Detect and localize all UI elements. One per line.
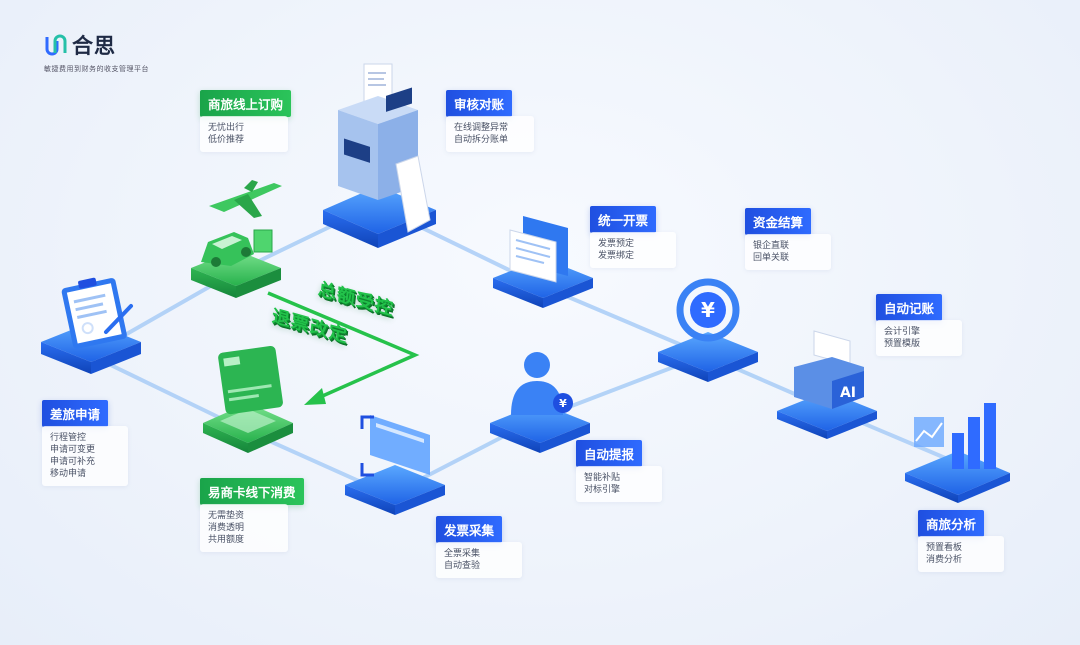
tag-travel-analysis: 商旅分析 [918,510,985,537]
desc-line: 预置模版 [884,339,921,349]
desc-line: 无忧出行 [208,123,245,133]
desc-line: 在线调整异常 [454,123,509,133]
plane-car-icon [191,180,282,298]
desc-line: 消费透明 [208,523,245,533]
desc-card-offline: 无需垫资 消费透明 共用额度 [200,504,288,552]
desc-line: 发票绑定 [598,251,635,261]
node-invoice-collection [340,405,450,519]
tag-invoice-collection: 发票采集 [436,516,503,543]
ai-label: AI [840,385,856,401]
desc-auto-accounting: 会计引擎 预置模版 [876,320,962,356]
desc-line: 自动拆分账单 [454,135,509,145]
folder-icon [493,216,593,308]
yen-symbol-large: ¥ [701,298,715,322]
desc-line: 发票预定 [598,239,635,249]
desc-line: 银企直联 [753,241,790,251]
yen-symbol-small: ¥ [559,397,567,410]
node-auto-reimburse: ¥ [485,345,595,459]
desc-line: 消费分析 [926,555,963,565]
desc-line: 申请可变更 [50,445,96,455]
tag-travel-application: 差旅申请 [42,400,109,427]
node-audit [318,60,448,254]
desc-line: 行程管控 [50,433,87,443]
desc-line: 移动申请 [50,469,87,479]
desc-line: 对标引擎 [584,485,621,495]
desc-fund-settlement: 银企直联 回单关联 [745,234,831,270]
desc-travel-order: 无忧出行 低价推荐 [200,116,288,152]
desc-line: 共用额度 [208,535,245,545]
node-card-offline [198,335,298,459]
node-travel-analysis [900,395,1015,509]
yen-cycle-icon: ¥ [658,278,758,382]
node-fund-settlement: ¥ [653,270,763,389]
node-travel-application [36,270,146,384]
tag-audit: 审核对账 [446,90,513,117]
desc-line: 无需垫资 [208,511,245,521]
desc-audit: 在线调整异常 自动拆分账单 [446,116,534,152]
tag-fund-settlement: 资金结算 [745,208,812,235]
brand-name: 合思 [72,34,116,58]
tag-auto-accounting: 自动记账 [876,294,943,321]
node-unified-invoicing [488,200,598,314]
desc-line: 回单关联 [753,253,790,263]
brand-logo: 合思 敏捷费用到财务的收支管理平台 [44,30,149,74]
scanner-icon [345,415,445,515]
desc-auto-reimburse: 智能补贴 对标引擎 [576,466,662,502]
desc-line: 会计引擎 [884,327,921,337]
desc-unified-invoicing: 发票预定 发票绑定 [590,232,676,268]
desc-travel-application: 行程管控 申请可变更 申请可补充 移动申请 [42,426,128,486]
brand-slogan: 敏捷费用到财务的收支管理平台 [44,65,149,73]
desc-travel-analysis: 预置看板 消费分析 [918,536,1004,572]
desc-line: 申请可补充 [50,457,96,467]
tag-travel-order: 商旅线上订购 [200,90,292,117]
credit-card-icon [203,345,293,453]
desc-line: 全票采集 [444,549,481,559]
desc-line: 自动查验 [444,561,481,571]
tag-unified-invoicing: 统一开票 [590,206,657,233]
tag-card-offline: 易商卡线下消费 [200,478,304,505]
audit-machine-icon [323,63,436,248]
desc-invoice-collection: 全票采集 自动查验 [436,542,522,578]
ai-printer-icon: AI [777,330,877,439]
bar-chart-icon [905,403,1010,503]
node-auto-accounting: AI [772,325,882,444]
logo-icon [45,34,67,56]
desc-line: 预置看板 [926,543,963,553]
person-yen-icon: ¥ [490,352,590,453]
desc-line: 智能补贴 [584,473,621,483]
green-arrow [267,291,420,405]
tag-auto-reimburse: 自动提报 [576,440,643,467]
desc-line: 低价推荐 [208,135,245,145]
node-travel-order [186,170,286,314]
clipboard-icon [41,277,141,374]
